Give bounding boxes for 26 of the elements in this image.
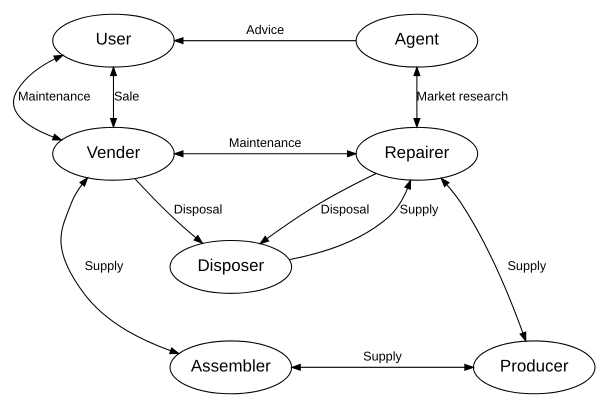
arrow [289, 178, 412, 260]
node-ellipse: Producer [472, 340, 596, 394]
edge-label: Disposal [320, 202, 370, 217]
arrow [413, 66, 421, 129]
edge-label: Supply [363, 350, 402, 364]
arrow [13, 54, 64, 141]
arrow [60, 176, 180, 354]
node-ellipse: Repairer [356, 126, 478, 181]
arrow [110, 66, 118, 129]
edge-label: Advice [246, 22, 284, 37]
edge-label: Supply [84, 259, 124, 274]
node-ellipse: Disposer [170, 240, 292, 294]
arrow [290, 364, 475, 372]
edge-label: Disposal [174, 202, 222, 217]
arrow [134, 178, 204, 244]
edge-label: Supply [507, 259, 546, 274]
edge-label: Sale [114, 90, 140, 104]
arrow [172, 36, 356, 44]
node-ellipse: Agent [356, 14, 478, 68]
edge-label: Supply [400, 202, 438, 217]
edge-label: Maintenance [18, 90, 91, 104]
edge-label: Maintenance [228, 136, 302, 150]
edge-label: Market research [416, 90, 508, 104]
arrow [172, 150, 358, 158]
arrow [258, 173, 376, 245]
arrow [440, 177, 526, 343]
